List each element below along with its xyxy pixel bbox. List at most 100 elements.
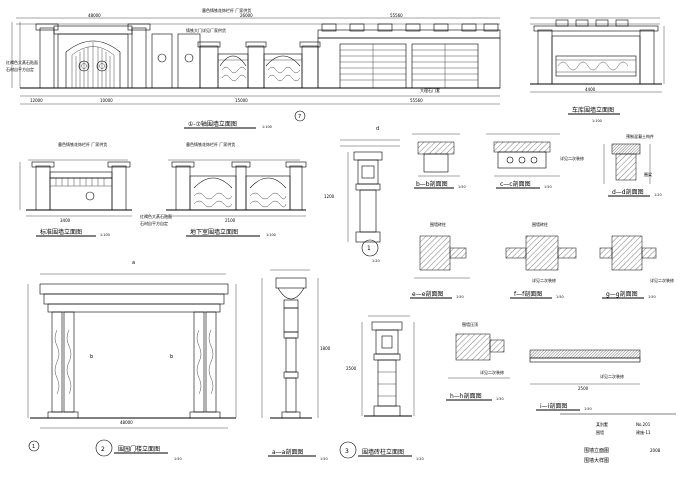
section-f-f: 围墙砖柱 详见二次装修 f—f剖面图 1:50 xyxy=(505,221,577,299)
garage-dim: 4400 xyxy=(585,87,596,92)
tb-code: No.201 xyxy=(636,422,651,427)
tb-name2: 围墙大样图 xyxy=(584,457,609,464)
section-i-i: 详见二次装修 2500 i—i剖面图 1:50 xyxy=(529,349,641,411)
col3-dim: 2500 xyxy=(346,366,357,371)
dim-bot-3: 15000 xyxy=(235,98,248,103)
title-garage-wall: 车库围墙立面图 xyxy=(572,106,614,114)
scale-wall-1-7: 1:100 xyxy=(262,125,272,129)
dim-top-mid: 26000 xyxy=(240,13,253,18)
section-a-a: 1800 a—a剖面图 1:50 xyxy=(261,269,331,461)
note-ug-stone1: 红褐色大蒸石贴面 xyxy=(140,213,172,219)
scale-hh: 1:50 xyxy=(496,397,504,401)
section-e-e: 围墙砖柱 e—e剖面图 1:50 xyxy=(410,221,470,299)
col1-cut-d: d xyxy=(376,126,379,132)
garage-wall-elevation: 4400 车库围墙立面图 1:100 xyxy=(530,17,665,123)
ug-dim: 2100 xyxy=(225,218,236,223)
note-dd-beam: 圈梁 xyxy=(644,171,652,177)
title-bb: b—b剖面图 xyxy=(416,180,448,188)
wall-elevation-1-7: 48000 26000 55560 xyxy=(6,7,501,129)
note-std-rail: 墨色铸铁花饰栏杆 厂家供货 xyxy=(58,141,107,147)
gate-cut-a-top: a xyxy=(132,260,135,266)
title-hh: h—h剖面图 xyxy=(450,392,482,400)
title-standard-wall: 标准围墙立面图 xyxy=(40,228,82,236)
gate-bubble: 2 xyxy=(101,446,105,453)
col1-scale: 1:20 xyxy=(372,259,380,263)
title-wall-1-7: ①-⑦轴围墙立面图 xyxy=(188,120,237,128)
dim-top-left: 48000 xyxy=(88,13,101,18)
title-ee: e—e剖面图 xyxy=(412,290,443,298)
dim-top-right: 55560 xyxy=(390,13,403,18)
scale-col3: 1:20 xyxy=(416,457,424,461)
gate-axis-1: 1 xyxy=(32,444,35,450)
column-detail-1: d 1200 1 1:20 xyxy=(324,126,400,263)
tb-name1: 围墙立面图 xyxy=(584,447,609,454)
standard-wall-elevation: 墨色铸铁花饰栏杆 厂家供货 3400 标准围墙立面图 1:100 xyxy=(19,141,132,237)
gate-cut-b: b xyxy=(170,354,173,360)
col3-bubble: 3 xyxy=(345,448,349,455)
note-gg-plaster: 详见二次装修 xyxy=(650,277,674,283)
section-h-h: 围墙压顶 详见二次装修 h—h剖面图 1:50 xyxy=(446,321,510,401)
scale-garage: 1:100 xyxy=(592,119,602,123)
title-dd: d—d剖面图 xyxy=(612,188,644,196)
scale-gate: 1:50 xyxy=(174,457,182,461)
section-b-b: b—b剖面图 1:50 xyxy=(412,133,466,189)
title-gate: 围园门楼立面图 xyxy=(118,445,160,453)
note-ee-col: 围墙砖柱 xyxy=(430,221,446,227)
title-underground-wall: 地下室围墙立面图 xyxy=(190,228,238,236)
std-dim: 3400 xyxy=(60,218,71,223)
col1-dim: 1200 xyxy=(324,194,335,199)
note-top-stone1: 红褐色大蒸石贴面 xyxy=(6,59,38,65)
scale-bb: 1:50 xyxy=(458,185,466,189)
note-top-gate: 铸铁大门详见厂家供货 xyxy=(186,27,226,33)
underground-wall-elevation: 墨色铸铁花饰栏杆 厂家供货 2100 红褐色大蒸石贴面 石材自平方自定 地下室围… xyxy=(140,141,307,237)
scale-std: 1:100 xyxy=(100,233,110,237)
title-ff: f—f剖面图 xyxy=(514,290,542,298)
scale-cc: 1:50 xyxy=(544,185,552,189)
note-top-rail: 墨色铸铁花饰栏杆 厂家供货 xyxy=(202,7,251,13)
note-top-stone2: 石材自平方自定 xyxy=(6,66,34,72)
note-ug-stone2: 石材自平方自定 xyxy=(140,220,168,226)
title-ii: i—i剖面图 xyxy=(540,402,567,410)
note-cc-plaster: 详见二次装修 xyxy=(560,155,584,161)
title-block: 某别墅 围墙 No.201 建施-11 围墙立面图 围墙大样图 2008 xyxy=(560,413,676,464)
dim-bot-4: 55560 xyxy=(410,98,423,103)
scale-ee: 1:50 xyxy=(456,295,464,299)
ii-dim: 2500 xyxy=(578,386,589,391)
title-aa: a—a剖面图 xyxy=(272,448,303,456)
dim-bot-1: 12000 xyxy=(30,98,43,103)
section-c-c: 详见二次装修 c—c剖面图 1:50 xyxy=(486,133,584,189)
scale-ff: 1:50 xyxy=(556,295,564,299)
tb-sheet-type: 围墙 xyxy=(596,429,604,435)
note-ii-plaster: 详见二次装修 xyxy=(600,373,624,379)
note-dd-light: 预制混凝土构件 xyxy=(626,133,654,139)
dim-bot-2: 10000 xyxy=(100,98,113,103)
section-d-d: 预制混凝土构件 圈梁 d—d剖面图 1:20 xyxy=(603,133,662,197)
note-ug-rail: 墨色铸铁花饰栏杆 厂家供货 xyxy=(186,141,235,147)
scale-ii: 1:50 xyxy=(584,407,592,411)
note-ff-col: 围墙砖柱 xyxy=(532,221,548,227)
gate-dim: 48000 xyxy=(120,420,133,425)
tb-year: 2008 xyxy=(650,448,661,453)
note-hh-plaster: 详见二次装修 xyxy=(480,369,504,375)
title-col3: 围墙砖柱立面图 xyxy=(362,448,404,456)
note-ff-plaster: 详见二次装修 xyxy=(532,277,556,283)
section-g-g: 详见二次装修 g—g剖面图 1:50 xyxy=(599,235,674,299)
note-top-jamb: 大理石门套 xyxy=(420,87,440,93)
gate-tower-elevation: a 48000 b b 1 2 围园门楼立面图 1:50 xyxy=(27,260,237,461)
tb-project: 某别墅 xyxy=(596,421,608,427)
tb-sheet-no: 建施-11 xyxy=(636,429,651,435)
scale-gg: 1:50 xyxy=(648,295,656,299)
col1-bubble: 1 xyxy=(367,245,371,252)
title-cc: c—c剖面图 xyxy=(500,180,531,188)
brick-column-elevation: 2500 3 围墙砖柱立面图 1:20 xyxy=(339,315,424,461)
scale-ug: 1:100 xyxy=(266,233,276,237)
aa-dim: 1800 xyxy=(320,346,331,351)
scale-dd: 1:20 xyxy=(654,193,662,197)
axis-bubble-7: 7 xyxy=(298,114,301,120)
gate-cut-b-left: b xyxy=(90,354,93,360)
scale-aa: 1:50 xyxy=(320,457,328,461)
note-hh-wall: 围墙压顶 xyxy=(462,321,478,327)
title-gg: g—g剖面图 xyxy=(606,290,638,298)
